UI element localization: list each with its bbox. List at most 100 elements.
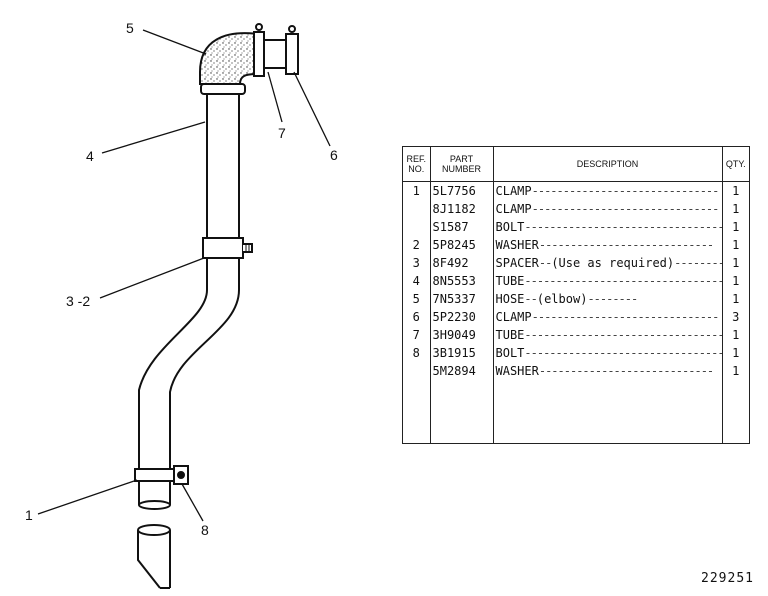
hose-elbow (199, 32, 259, 95)
row-qty: 1 (732, 202, 740, 216)
row-ref-no (403, 200, 431, 218)
row-qty: 1 (732, 184, 740, 198)
blank-cell (430, 380, 494, 443)
leader-dashes: ---------------------------- (538, 364, 714, 378)
row-description: TUBE-------------------------------- (493, 272, 723, 290)
row-ref-no: 2 (403, 236, 431, 254)
row-qty: 1 (732, 292, 740, 306)
description-text: BOLT (495, 220, 525, 234)
description-text: CLAMP (495, 184, 532, 198)
description-text: SPACER (495, 256, 539, 270)
leader-dashes: -------------------------------- (524, 328, 722, 342)
outlet-assembly (253, 23, 299, 77)
row-ref-no: 8 (403, 344, 431, 362)
row-description: BOLT-------------------------------- (493, 218, 723, 236)
row-ref-no: 6 (403, 308, 431, 326)
row-qty: 3 (732, 310, 740, 324)
row-description: HOSE--(elbow)-------- (493, 290, 723, 308)
callout-8: 8 (201, 522, 209, 538)
row-part-number: 5P2230 (430, 308, 494, 326)
row-part-number: 3H9049 (430, 326, 494, 344)
row-part-number: 8J1182 (430, 200, 494, 218)
description-note: (Use as required) (551, 256, 675, 270)
clamp-1 (134, 465, 189, 485)
header-ref-no: REF. NO. (403, 147, 431, 182)
row-qty: 1 (732, 346, 740, 360)
row-part-number: S1587 (430, 218, 494, 236)
description-text: HOSE (495, 292, 525, 306)
row-qty: 1 (732, 328, 740, 342)
leader-dashes: -- (524, 292, 537, 306)
description-text: CLAMP (495, 202, 532, 216)
row-ref-no: 7 (403, 326, 431, 344)
leader-dashes: ------------------------------ (531, 184, 720, 198)
row-ref-no: 4 (403, 272, 431, 290)
description-text: WASHER (495, 238, 539, 252)
row-description: TUBE-------------------------------- (493, 326, 723, 344)
blank-cell (403, 380, 431, 443)
callout-3-2: 3 -2 (66, 293, 90, 309)
leader-dashes: -------- (674, 256, 722, 270)
header-qty: QTY. (722, 147, 749, 182)
table-header-row: REF. NO. PART NUMBER DESCRIPTION QTY. (403, 147, 749, 182)
blank-cell (722, 380, 749, 443)
row-description: CLAMP------------------------------ (493, 308, 723, 326)
tube-stub (138, 481, 171, 510)
callout-4: 4 (86, 148, 94, 164)
row-description: CLAMP------------------------------ (493, 200, 723, 218)
row-ref-no (403, 362, 431, 380)
row-ref-no: 3 (403, 254, 431, 272)
callout-6: 6 (330, 147, 338, 163)
description-note: (elbow) (536, 292, 588, 306)
row-part-number: 5P8245 (430, 236, 494, 254)
callout-5: 5 (126, 20, 134, 36)
leader-dashes: -------------------------------- (524, 274, 722, 288)
leader-dashes: -- (538, 256, 552, 270)
leader-dashes: ------------------------------ (531, 310, 720, 324)
leader-dashes: -------------------------------- (524, 346, 722, 360)
blank-cell (493, 380, 723, 443)
leader-dashes: -------------------------------- (524, 220, 722, 234)
row-description: CLAMP------------------------------ (493, 181, 723, 200)
row-ref-no: 1 (403, 181, 431, 200)
row-ref-no: 5 (403, 290, 431, 308)
table-blank-area (403, 380, 749, 443)
row-qty: 1 (732, 256, 740, 270)
row-qty: 1 (732, 364, 740, 378)
header-description: DESCRIPTION (493, 147, 723, 182)
description-text: WASHER (495, 364, 539, 378)
header-part-number: PART NUMBER (430, 147, 494, 182)
leader-lines (37, 29, 331, 522)
description-text: BOLT (495, 346, 525, 360)
figure-number: 229251 (701, 571, 754, 586)
row-description: SPACER--(Use as required)-------- (493, 254, 723, 272)
row-description: WASHER---------------------------- (493, 362, 723, 380)
description-text: CLAMP (495, 310, 532, 324)
row-part-number: 7N5337 (430, 290, 494, 308)
row-qty: 1 (732, 274, 740, 288)
description-text: TUBE (495, 328, 525, 342)
row-part-number: 5L7756 (430, 181, 494, 200)
row-part-number: 3B1915 (430, 344, 494, 362)
description-text: TUBE (495, 274, 525, 288)
row-part-number: 8F492 (430, 254, 494, 272)
row-ref-no (403, 218, 431, 236)
row-description: BOLT-------------------------------- (493, 344, 723, 362)
callout-7: 7 (278, 125, 286, 141)
row-qty: 1 (732, 220, 740, 234)
leader-dashes: -------- (587, 292, 638, 306)
tube-cut-end (137, 524, 171, 589)
tube-upper (206, 92, 240, 238)
